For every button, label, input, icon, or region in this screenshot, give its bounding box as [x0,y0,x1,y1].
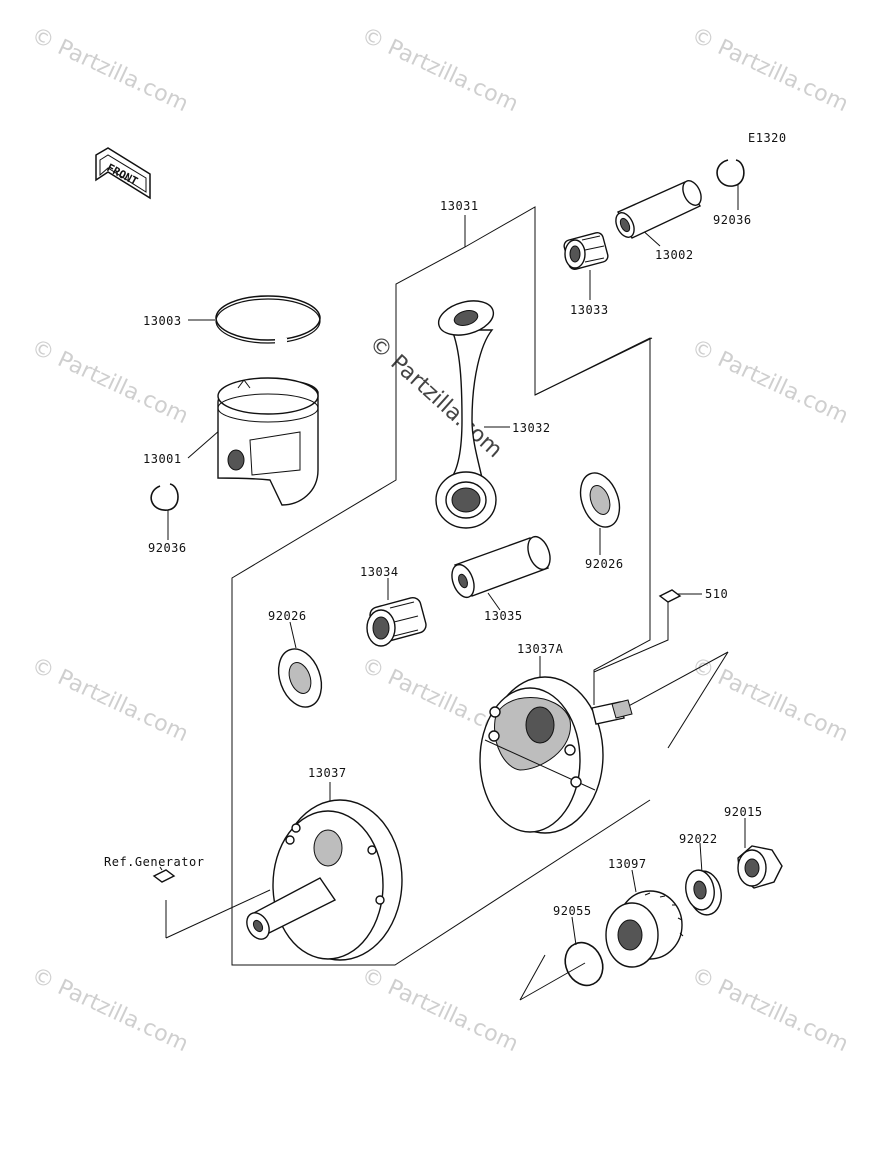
label-13037A: 13037A [517,642,564,656]
watermark: © Partzilla.com [687,963,851,1057]
crankshaft-half-right [479,676,633,834]
label-510: 510 [705,587,728,601]
label-13002: 13002 [655,248,694,262]
washer-92022 [685,869,722,916]
label-13033: 13033 [570,303,609,317]
label-92036-left: 92036 [148,541,187,555]
watermark: © Partzilla.com [27,963,191,1057]
needle-bearing-small [563,231,609,271]
gear-13097 [605,890,684,968]
woodruff-key-510 [658,589,682,603]
label-92026-left: 92026 [268,609,307,623]
label-ref-generator: Ref.Generator [104,855,204,869]
watermark: © Partzilla.com [357,963,521,1057]
label-13097: 13097 [608,857,647,871]
front-arrow-icon: FRONT [95,147,151,200]
diagram-code: E1320 [748,131,787,145]
label-92055: 92055 [553,904,592,918]
nut-92015 [737,845,783,889]
bracket-lines [165,206,729,1001]
watermark-center: © Partzilla.com [364,331,507,463]
watermark: © Partzilla.com [687,335,851,429]
label-13034: 13034 [360,565,399,579]
watermark: © Partzilla.com [357,23,521,117]
label-13003: 13003 [143,314,182,328]
circlip-top [716,159,745,187]
crankshaft-half-left [246,799,403,961]
watermark: © Partzilla.com [687,23,851,117]
thrust-washer-left [277,648,323,708]
watermark: © Partzilla.com [27,23,191,117]
o-ring-92055 [564,941,604,987]
piston-ring [215,295,321,344]
needle-bearing-big [366,596,427,647]
watermark: © Partzilla.com [27,653,191,747]
connecting-rod [435,300,497,529]
label-92022: 92022 [679,832,718,846]
label-13031: 13031 [440,199,479,213]
label-13032: 13032 [512,421,551,435]
crank-pin [451,535,551,599]
part-labels: 13031 13002 92036 13033 13003 13001 1303… [104,199,763,918]
label-13001: 13001 [143,452,182,466]
watermark: © Partzilla.com [687,653,851,747]
label-13037: 13037 [308,766,347,780]
label-92036-top: 92036 [713,213,752,227]
leader-lines [159,185,746,946]
generator-key [152,869,176,883]
label-13035: 13035 [484,609,523,623]
circlip-left [150,483,179,511]
watermarks: © Partzilla.com © Partzilla.com © Partzi… [27,23,851,1057]
piston [217,377,319,506]
watermark: © Partzilla.com [27,335,191,429]
label-92015: 92015 [724,805,763,819]
piston-pin [615,180,702,239]
thrust-washer-right [579,472,621,528]
label-92026-right: 92026 [585,557,624,571]
